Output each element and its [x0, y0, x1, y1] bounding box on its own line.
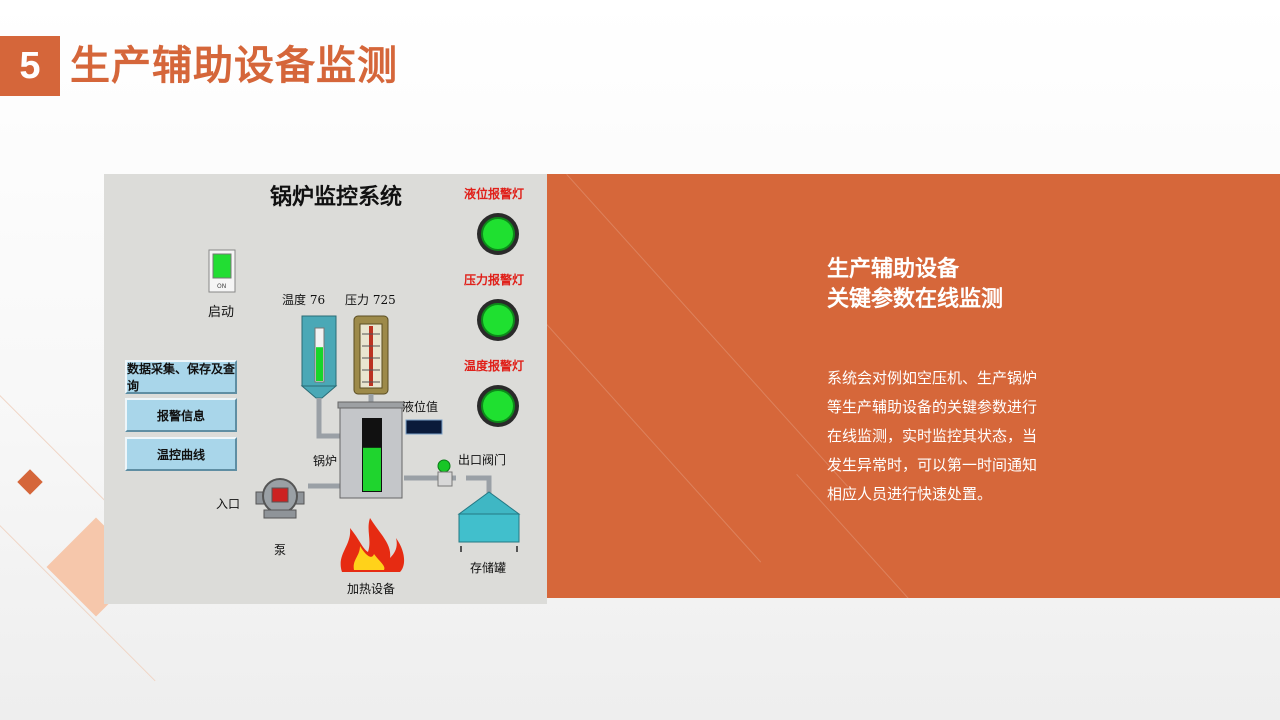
info-heading-line-1: 生产辅助设备: [827, 257, 960, 282]
temperature-tank: [300, 315, 338, 399]
info-heading: 生产辅助设备 关键参数在线监测: [827, 255, 1127, 315]
pump[interactable]: [255, 478, 305, 519]
alarm-info-button[interactable]: 报警信息: [125, 398, 237, 432]
alarm-label-liquid: 液位报警灯: [464, 186, 524, 201]
liquid-level-label: 液位值: [402, 399, 438, 414]
alarm-lamp-liquid-light: [481, 217, 515, 251]
flame-icon: [340, 518, 405, 572]
page-title: 生产辅助设备监测: [70, 43, 398, 89]
boiler-label: 锅炉: [313, 453, 337, 468]
info-body: 系统会对例如空压机、生产锅炉等生产辅助设备的关键参数进行在线监测，实时监控其状态…: [827, 369, 1038, 503]
section-number: 5: [0, 36, 60, 96]
pressure-column: [353, 315, 389, 395]
storage-tank: [457, 491, 521, 552]
data-collection-button[interactable]: 数据采集、保存及查询: [125, 360, 237, 394]
temperature-curve-button[interactable]: 温控曲线: [125, 437, 237, 471]
decor-diamond-small: [17, 469, 43, 495]
alarm-lamp-temperature-light: [481, 389, 515, 423]
temperature-level-bar: [316, 347, 323, 381]
outlet-valve-label: 出口阀门: [458, 452, 506, 467]
inlet-label: 入口: [216, 497, 240, 511]
storage-tank-label: 存储罐: [470, 560, 506, 575]
alarm-label-pressure: 压力报警灯: [464, 272, 524, 287]
pressure-label: 压力 725: [345, 293, 396, 307]
boiler: [337, 401, 405, 499]
hmi-system-title: 锅炉监控系统: [270, 184, 402, 210]
decor-line: [566, 174, 849, 487]
start-label: 启动: [208, 305, 234, 320]
heater-label: 加热设备: [347, 582, 395, 596]
alarm-lamp-pressure-light: [481, 303, 515, 337]
decor-line: [547, 324, 762, 563]
liquid-level-bar: [363, 447, 381, 491]
info-panel: [547, 174, 1280, 598]
pump-label: 泵: [274, 543, 286, 557]
info-heading-line-2: 关键参数在线监测: [827, 287, 1004, 312]
outlet-valve[interactable]: [437, 459, 453, 487]
temperature-label: 温度 76: [282, 292, 325, 307]
boiler-hmi-panel: 锅炉监控系统 ON 启动 温度 76 压力 725: [104, 174, 547, 604]
start-switch[interactable]: ON: [208, 249, 236, 293]
alarm-label-temperature: 温度报警灯: [464, 358, 524, 373]
start-switch-on-label: ON: [217, 283, 226, 290]
liquid-level-display: [405, 419, 443, 435]
